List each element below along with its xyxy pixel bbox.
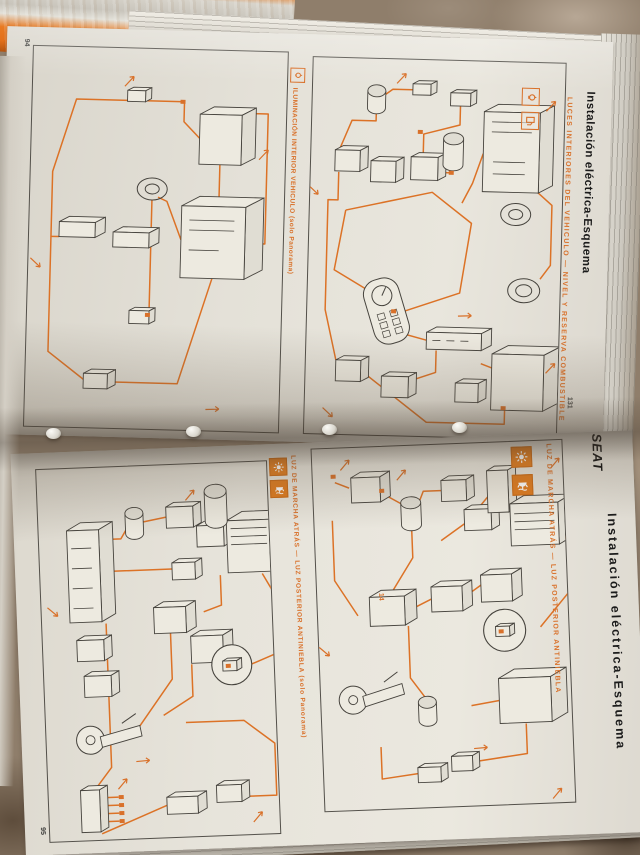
diagram-panel-interior-lights-fuel <box>302 56 567 441</box>
reverse-light-icon <box>510 446 533 468</box>
fold-number: 131 <box>565 396 573 409</box>
binder-ring <box>322 424 337 435</box>
rear-fog-light-icon <box>269 479 289 499</box>
rear-fog-light-icon <box>511 474 534 496</box>
edge-title: Instalación eléctrica-Esquema <box>604 512 628 751</box>
binder-ring <box>186 426 201 437</box>
top-page: 94 ILUMINACIÓN INTERIOR VEHICULO (solo P… <box>0 26 614 450</box>
diagram-panel-interior-lighting <box>22 44 289 434</box>
wiring-diagram-reverse-fog: 14 <box>318 457 574 799</box>
seat-logo: SEAT <box>589 433 606 472</box>
svg-text:14: 14 <box>377 593 384 601</box>
bottom-page: LUZ DE MARCHA ATRÁS — LUZ POSTERIOR ANTI… <box>10 430 640 855</box>
page-number: 95 <box>38 827 47 836</box>
binder-ring <box>46 428 61 439</box>
interior-light-icon <box>290 67 306 83</box>
wiring-diagram-reverse-fog-panorama <box>47 483 281 835</box>
diagram-panel-reverse-fog-panorama <box>35 460 282 843</box>
interior-light-icon <box>521 87 541 107</box>
reverse-light-icon <box>268 457 288 477</box>
page-number: 94 <box>22 38 31 47</box>
binder-ring <box>452 422 467 433</box>
panel-header-interior-lighting: ILUMINACIÓN INTERIOR VEHICULO (solo Pano… <box>286 87 299 275</box>
wiring-diagram-interior-lights-fuel <box>307 73 561 426</box>
wiring-diagram-interior-lighting <box>29 75 269 413</box>
diagram-panel-reverse-fog: 14 <box>310 438 577 813</box>
panel-header-reverse-fog-panorama: LUZ DE MARCHA ATRÁS — LUZ POSTERIOR ANTI… <box>289 455 308 739</box>
fuel-gauge-icon <box>520 111 540 131</box>
edge-title: Instalación eléctrica-Esquema <box>579 91 597 274</box>
